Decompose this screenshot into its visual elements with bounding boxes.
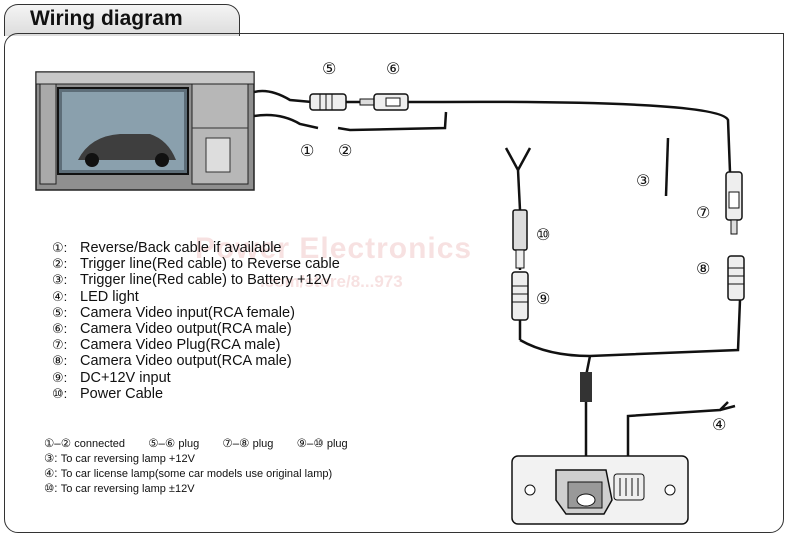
legend-item: ④:LED light <box>52 288 139 305</box>
legend-item: ⑨:DC+12V input <box>52 369 171 386</box>
watermark-brand: Power Electronics <box>195 232 473 265</box>
legend-item: ⑩:Power Cable <box>52 385 164 402</box>
license-plate-camera <box>511 455 689 525</box>
note-row: ④: To car license lamp(some car models u… <box>44 468 333 480</box>
connection-pair: ⑨–⑩ plug <box>296 438 348 450</box>
rca-socket-vertical <box>727 255 745 301</box>
title-tab <box>4 4 240 36</box>
callout-6: ⑥ <box>386 61 401 78</box>
legend-item: ⑧:Camera Video output(RCA male) <box>52 353 292 370</box>
dc-jack <box>511 271 529 321</box>
rca-male-connector <box>359 93 409 111</box>
connection-pair: ⑦–⑧ plug <box>222 438 274 450</box>
legend-item: ⑥:Camera Video output(RCA male) <box>52 321 292 338</box>
rca-plug-vertical <box>725 171 743 235</box>
callout-7: ⑦ <box>696 205 711 222</box>
legend-item: ③:Trigger line(Red cable) to Battery +12… <box>52 272 332 289</box>
head-unit-monitor <box>35 71 255 191</box>
callout-3: ③ <box>636 173 651 190</box>
watermark-url: .com/store/8...973 <box>260 272 403 291</box>
legend-item: ⑤:Camera Video input(RCA female) <box>52 304 295 321</box>
diagram-frame <box>4 33 784 533</box>
power-plug <box>512 209 528 269</box>
connection-pair: ⑤–⑥ plug <box>148 438 200 450</box>
legend-item: ⑦:Camera Video Plug(RCA male) <box>52 337 281 354</box>
connection-pairs: ①–② connected ⑤–⑥ plug ⑦–⑧ plug ⑨–⑩ plug <box>44 436 368 451</box>
callout-1: ① <box>300 143 315 160</box>
cable-junction <box>580 372 592 402</box>
callout-9: ⑨ <box>536 291 551 308</box>
legend-item: ②:Trigger line(Red cable) to Reverse cab… <box>52 256 340 273</box>
page-title: Wiring diagram <box>30 7 183 30</box>
component-legend: ①:Reverse/Back cable if available ②:Trig… <box>52 240 340 402</box>
callout-2: ② <box>338 143 353 160</box>
connection-notes: ①–② connected ⑤–⑥ plug ⑦–⑧ plug ⑨–⑩ plug… <box>44 436 368 496</box>
callout-10: ⑩ <box>536 227 551 244</box>
connection-pair: ①–② connected <box>44 438 125 450</box>
legend-item: ①:Reverse/Back cable if available <box>52 240 282 256</box>
note-row: ③: To car reversing lamp +12V <box>44 453 195 465</box>
callout-5: ⑤ <box>322 61 337 78</box>
callout-4: ④ <box>712 417 727 434</box>
rca-female-connector <box>309 93 347 111</box>
note-row: ⑩: To car reversing lamp ±12V <box>44 483 195 495</box>
callout-8: ⑧ <box>696 261 711 278</box>
